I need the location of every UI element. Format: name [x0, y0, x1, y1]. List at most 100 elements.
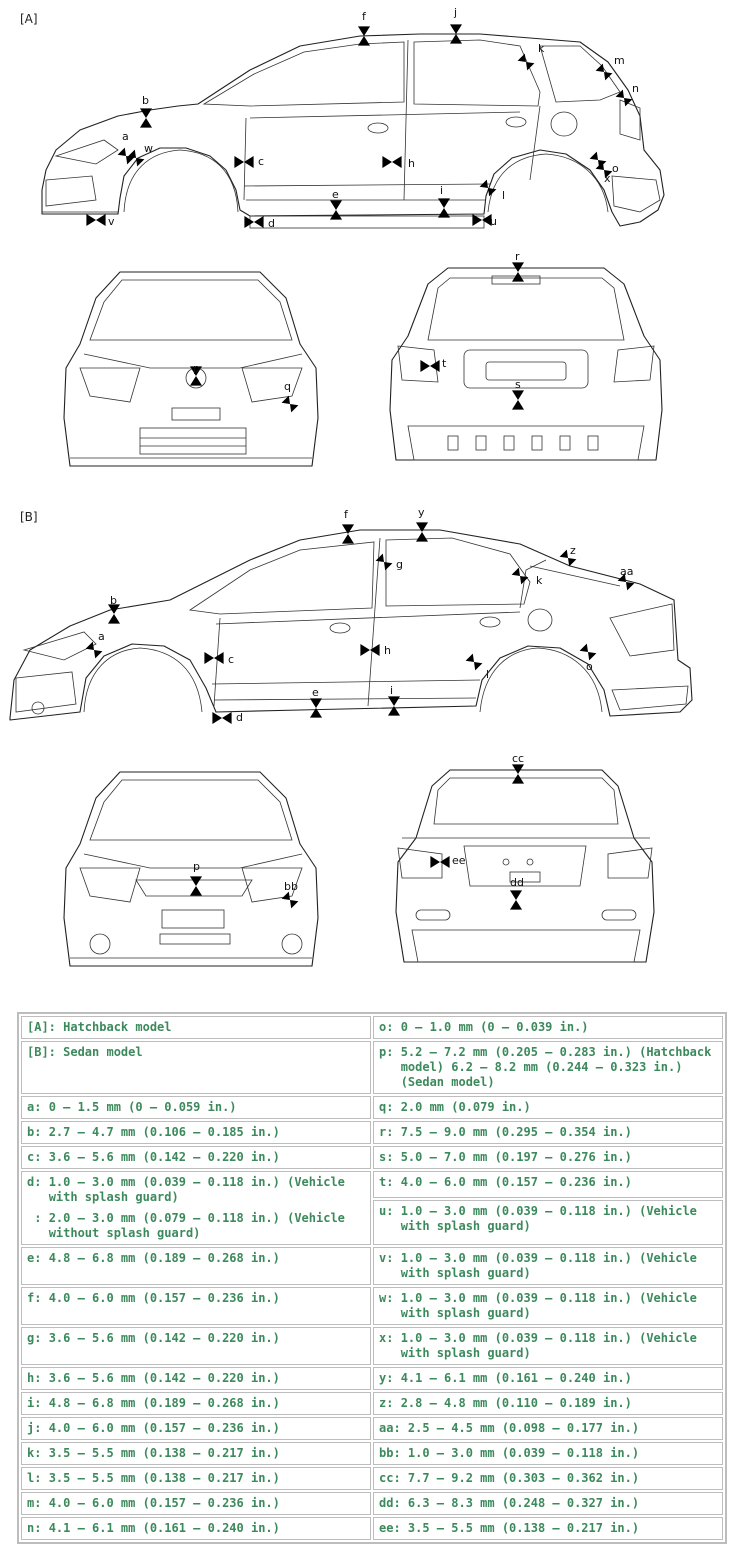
spec-value: 4.1 – 6.1 mm (0.161 – 0.240 in.) [400, 1371, 632, 1385]
gap-marker-icon [136, 158, 145, 167]
spec-entry: cc: 7.7 – 9.2 mm (0.303 – 0.362 in.) [379, 1471, 716, 1486]
callout-label: w [144, 142, 153, 155]
gap-marker-icon [212, 712, 222, 724]
spec-key: bb: [379, 1446, 408, 1460]
gap-marker-icon [96, 214, 106, 226]
spec-key: t: [379, 1175, 401, 1189]
spec-value: Hatchback model [63, 1020, 172, 1034]
callout-label: b [142, 94, 149, 107]
gap-marker-icon [438, 198, 450, 208]
gap-marker-icon [281, 891, 290, 900]
gap-marker-icon [438, 208, 450, 218]
spec-entry: g: 3.6 – 5.6 mm (0.142 – 0.220 in.) [27, 1331, 364, 1346]
spec-value: 7.5 – 9.0 mm (0.295 – 0.354 in.) [400, 1125, 632, 1139]
gap-marker-icon [358, 36, 370, 46]
gap-marker-icon [244, 156, 254, 168]
spec-cell-left: h: 3.6 – 5.6 mm (0.142 – 0.220 in.) [21, 1367, 371, 1390]
spec-entry: r: 7.5 – 9.0 mm (0.295 – 0.354 in.) [379, 1125, 716, 1140]
spec-key: [A]: [27, 1020, 64, 1034]
gap-marker-icon [512, 262, 524, 272]
spec-cell-right: p: 5.2 – 7.2 mm (0.205 – 0.283 in.) (Hat… [373, 1041, 723, 1094]
spec-value: 4.8 – 6.8 mm (0.189 – 0.268 in.) [48, 1251, 280, 1265]
table-row: l: 3.5 – 5.5 mm (0.138 – 0.217 in.) cc: 7… [21, 1467, 723, 1490]
callout-label: p [193, 362, 200, 375]
table-row: d: 1.0 – 3.0 mm (0.039 – 0.118 in.) (Veh… [21, 1171, 723, 1245]
spec-value: 4.0 – 6.0 mm (0.157 – 0.236 in.) [48, 1421, 280, 1435]
gap-marker-icon [94, 650, 103, 659]
callout-label: e [312, 686, 319, 699]
spec-cell-left: [A]: Hatchback model [21, 1016, 371, 1039]
spec-key: cc: [379, 1471, 408, 1485]
spec-cell-left: k: 3.5 – 5.5 mm (0.138 – 0.217 in.) [21, 1442, 371, 1465]
gap-marker-icon [615, 89, 624, 98]
spec-cell-left: i: 4.8 – 6.8 mm (0.189 – 0.268 in.) [21, 1392, 371, 1415]
spec-entry: ee: 3.5 – 5.5 mm (0.138 – 0.217 in.) [379, 1521, 716, 1536]
gap-marker-icon [450, 24, 462, 34]
gap-marker-icon [510, 890, 522, 900]
spec-value: 1.0 – 3.0 mm (0.039 – 0.118 in.) (Vehicl… [400, 1331, 697, 1360]
gap-marker-icon [465, 653, 474, 662]
spec-entry: [A]: Hatchback model [27, 1020, 364, 1035]
spec-cell-right: x: 1.0 – 3.0 mm (0.039 – 0.118 in.) (Veh… [373, 1327, 723, 1365]
gap-marker-icon [568, 558, 577, 567]
spec-entry: k: 3.5 – 5.5 mm (0.138 – 0.217 in.) [27, 1446, 364, 1461]
callout-label: k [536, 574, 543, 587]
spec-key: g: [27, 1331, 49, 1345]
table-row: a: 0 – 1.5 mm (0 – 0.059 in.) q: 2.0 mm (… [21, 1096, 723, 1119]
callout-label: f [344, 508, 349, 521]
gap-marker-icon [512, 390, 524, 400]
callout-label: r [515, 250, 520, 263]
callout-label: v [108, 215, 115, 228]
spec-entry: h: 3.6 – 5.6 mm (0.142 – 0.220 in.) [27, 1371, 364, 1386]
gap-marker-icon [126, 156, 135, 165]
callout-label: c [228, 653, 234, 666]
gap-marker-icon [512, 774, 524, 784]
spec-value: 4.1 – 6.1 mm (0.161 – 0.240 in.) [48, 1521, 280, 1535]
gap-marker-icon [244, 216, 254, 228]
spec-value: 1.0 – 3.0 mm (0.039 – 0.118 in.) [407, 1446, 640, 1460]
gap-marker-icon [190, 886, 202, 896]
gap-marker-icon [588, 652, 597, 661]
gap-marker-icon [127, 149, 136, 158]
spec-value: 4.0 – 6.0 mm (0.157 – 0.236 in.) [48, 1496, 280, 1510]
spec-key: e: [27, 1251, 49, 1265]
spec-cell-left: a: 0 – 1.5 mm (0 – 0.059 in.) [21, 1096, 371, 1119]
spec-entry: l: 3.5 – 5.5 mm (0.138 – 0.217 in.) [27, 1471, 364, 1486]
callout-label: c [258, 155, 264, 168]
callout-label: dd [510, 876, 524, 889]
gap-marker-icon [450, 34, 462, 44]
gap-marker-icon [416, 532, 428, 542]
callout-label: o [586, 660, 593, 673]
table-row: b: 2.7 – 4.7 mm (0.106 – 0.185 in.) r: 7.… [21, 1121, 723, 1144]
spec-entry: b: 2.7 – 4.7 mm (0.106 – 0.185 in.) [27, 1125, 364, 1140]
spec-entry: q: 2.0 mm (0.079 in.) [379, 1100, 716, 1115]
gap-marker-icon [579, 643, 588, 652]
gap-marker-icon [517, 53, 526, 62]
spec-entry: x: 1.0 – 3.0 mm (0.039 – 0.118 in.) (Veh… [379, 1331, 716, 1361]
gap-marker-icon [310, 708, 322, 718]
spec-key: dd: [379, 1496, 408, 1510]
gap-marker-icon [488, 188, 497, 197]
spec-cell-right: v: 1.0 – 3.0 mm (0.039 – 0.118 in.) (Veh… [373, 1247, 723, 1285]
table-row: g: 3.6 – 5.6 mm (0.142 – 0.220 in.) x: 1.… [21, 1327, 723, 1365]
gap-marker-icon [85, 641, 94, 650]
callout-label: g [396, 558, 403, 571]
gap-marker-icon [108, 604, 120, 614]
spec-key: c: [27, 1150, 49, 1164]
gap-marker-icon [140, 108, 152, 118]
callout-label: z [570, 544, 576, 557]
spec-value: 3.5 – 5.5 mm (0.138 – 0.217 in.) [48, 1471, 280, 1485]
gap-marker-icon [430, 360, 440, 372]
callout-label: o [612, 162, 619, 175]
table-row: n: 4.1 – 6.1 mm (0.161 – 0.240 in.)ee: 3… [21, 1517, 723, 1540]
spec-cell-left: f: 4.0 – 6.0 mm (0.157 – 0.236 in.) [21, 1287, 371, 1325]
spec-value: 1.0 – 3.0 mm (0.039 – 0.118 in.) (Vehicl… [400, 1204, 697, 1234]
spec-cell-right: w: 1.0 – 3.0 mm (0.039 – 0.118 in.) (Veh… [373, 1287, 723, 1325]
gap-marker-icon [190, 376, 202, 386]
spec-entry: dd: 6.3 – 8.3 mm (0.248 – 0.327 in.) [379, 1496, 716, 1511]
callout-label: a [98, 630, 105, 643]
section-label-sedan: [B] [20, 510, 38, 524]
spec-value: 3.6 – 5.6 mm (0.142 – 0.220 in.) [48, 1371, 280, 1385]
spec-entry: j: 4.0 – 6.0 mm (0.157 – 0.236 in.) [27, 1421, 364, 1436]
